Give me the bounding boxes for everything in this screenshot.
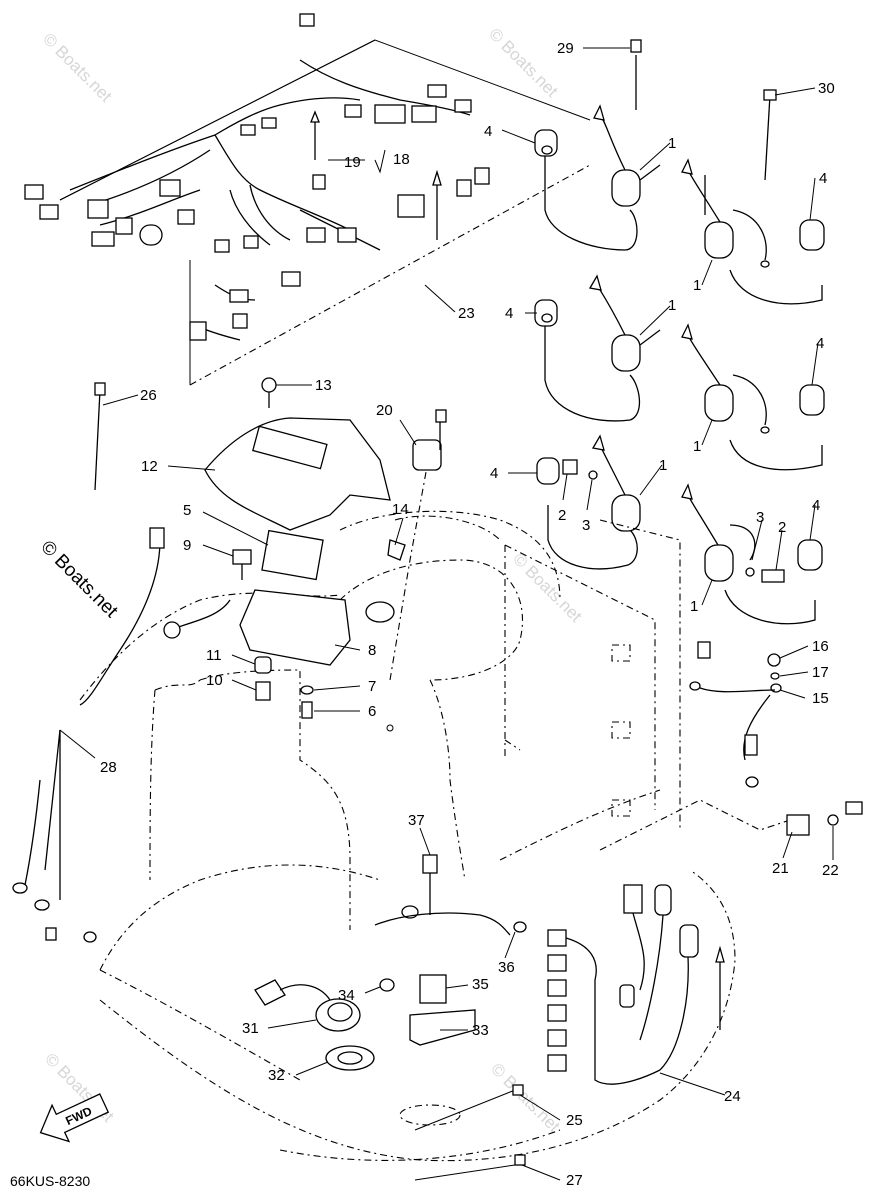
callout-14: 14 <box>392 501 409 518</box>
callout-21: 21 <box>772 860 789 877</box>
callout-2: 2 <box>558 507 566 524</box>
callout-26: 26 <box>140 387 157 404</box>
callout-17: 17 <box>812 664 829 681</box>
callout-29: 29 <box>557 40 574 57</box>
engine-outline <box>79 449 791 1162</box>
callout-numbers: 29 30 4 1 4 1 18 19 23 4 1 4 13 26 20 1 … <box>100 40 839 1189</box>
callout-33: 33 <box>472 1022 489 1039</box>
wire-harness-assembly <box>24 13 591 386</box>
callout-13: 13 <box>315 377 332 394</box>
watermark-top-center: © Boats.net <box>485 24 562 101</box>
callout-4: 4 <box>819 170 827 187</box>
callout-25: 25 <box>566 1112 583 1129</box>
callout-35: 35 <box>472 976 489 993</box>
lower-parts <box>94 39 863 1181</box>
callout-4: 4 <box>484 123 492 140</box>
callout-36: 36 <box>498 959 515 976</box>
callout-4: 4 <box>505 305 513 322</box>
callout-31: 31 <box>242 1020 259 1037</box>
callout-2: 2 <box>778 519 786 536</box>
watermark-center: © Boats.net <box>509 549 586 626</box>
callout-15: 15 <box>812 690 829 707</box>
callout-32: 32 <box>268 1067 285 1084</box>
callout-11: 11 <box>206 647 222 664</box>
callout-4: 4 <box>812 497 820 514</box>
callout-34: 34 <box>338 987 355 1004</box>
callout-10: 10 <box>206 672 223 689</box>
diagram-code: 66KUS-8230 <box>10 1173 90 1189</box>
callout-9: 9 <box>183 537 191 554</box>
callout-12: 12 <box>141 458 158 475</box>
callout-4: 4 <box>816 335 824 352</box>
callout-1: 1 <box>668 297 676 314</box>
callout-3: 3 <box>582 517 590 534</box>
ignition-coils <box>534 104 825 625</box>
callout-23: 23 <box>458 305 475 322</box>
callout-5: 5 <box>183 502 191 519</box>
callout-20: 20 <box>376 402 393 419</box>
callout-4: 4 <box>490 465 498 482</box>
watermark-left-bold: © Boats.net <box>36 537 122 623</box>
callout-28: 28 <box>100 759 117 776</box>
leader-lines <box>59 47 834 1181</box>
callout-1: 1 <box>693 277 701 294</box>
callout-30: 30 <box>818 80 835 97</box>
callout-1: 1 <box>693 438 701 455</box>
callout-16: 16 <box>812 638 829 655</box>
callout-18: 18 <box>393 151 410 168</box>
callout-37: 37 <box>408 812 425 829</box>
callout-24: 24 <box>724 1088 741 1105</box>
callout-1: 1 <box>690 598 698 615</box>
callout-3: 3 <box>756 509 764 526</box>
callout-7: 7 <box>368 678 376 695</box>
callout-27: 27 <box>566 1172 583 1189</box>
center-parts <box>12 377 447 943</box>
callout-8: 8 <box>368 642 376 659</box>
callout-1: 1 <box>659 457 667 474</box>
callout-19: 19 <box>344 154 361 171</box>
callout-22: 22 <box>822 862 839 879</box>
callout-1: 1 <box>668 135 676 152</box>
watermark-top-left: © Boats.net <box>39 29 116 106</box>
callout-6: 6 <box>368 703 376 720</box>
